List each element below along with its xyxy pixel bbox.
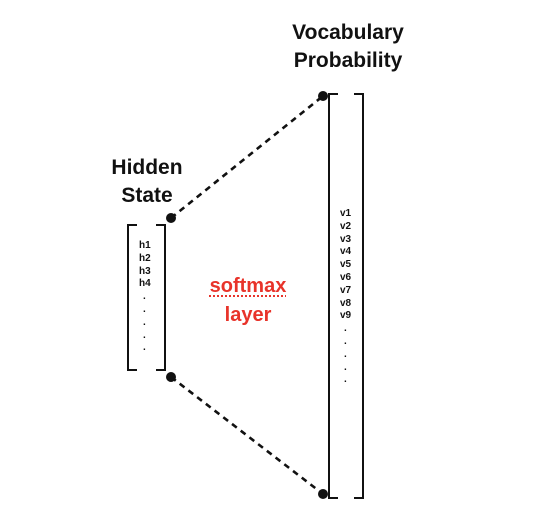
hidden-entry: h3	[139, 265, 151, 277]
hidden-ellipsis-dot: .	[143, 303, 146, 315]
vocabulary-entry: v6	[340, 271, 352, 283]
vocabulary-entry: v1	[340, 208, 352, 219]
softmax-word: softmax	[209, 275, 287, 297]
vocabulary-bottom-endpoint	[318, 489, 328, 499]
bottom-projection-line	[170, 375, 324, 496]
hidden-ellipsis-dot: .	[143, 316, 146, 328]
vocabulary-right-bracket	[354, 93, 364, 499]
vocabulary-entry: v4	[340, 246, 352, 258]
hidden-state-title: Hidden State	[92, 154, 202, 210]
hidden-ellipsis-dot: .	[143, 329, 146, 341]
layer-word: layer	[224, 304, 272, 326]
hidden-bottom-endpoint	[166, 372, 176, 382]
hidden-title-line: Hidden	[111, 156, 183, 179]
vocabulary-ellipsis-dot: .	[344, 335, 347, 347]
hidden-entry: h1	[139, 240, 151, 251]
vocabulary-entry: v2	[340, 220, 352, 232]
softmax-layer-label: softmax layer	[188, 272, 308, 330]
vocabulary-entry: v3	[340, 233, 352, 245]
hidden-top-endpoint	[166, 213, 176, 223]
vocabulary-top-endpoint	[318, 91, 328, 101]
vocabulary-ellipsis-dot: .	[344, 374, 347, 386]
hidden-state-right-bracket	[156, 224, 166, 371]
hidden-ellipsis-dot: .	[143, 342, 146, 354]
vocabulary-title-line: Vocabulary	[292, 21, 404, 44]
vocabulary-ellipsis-dot: .	[344, 348, 347, 360]
vocabulary-entry: v7	[340, 284, 352, 296]
hidden-state-left-bracket	[127, 224, 137, 371]
vocabulary-ellipsis-dot: .	[344, 323, 347, 335]
hidden-state-vector: h1 h2 h3 h4 . . . . .	[139, 240, 151, 355]
probability-title-line: Probability	[293, 49, 403, 72]
vocabulary-vector: v1 v2 v3 v4 v5 v6 v7 v8 v9 . . . . .	[340, 208, 351, 387]
vocabulary-entry: v5	[340, 259, 352, 271]
hidden-entry: h4	[139, 278, 151, 290]
vocabulary-ellipsis-dot: .	[344, 361, 347, 373]
hidden-entry: h2	[139, 252, 151, 264]
vocabulary-entry: v9	[340, 310, 352, 322]
state-title-line: State	[121, 184, 173, 207]
vocabulary-entry: v8	[340, 297, 352, 309]
vocabulary-probability-title: Vocabulary Probability	[268, 19, 428, 75]
hidden-ellipsis-dot: .	[143, 291, 146, 303]
vocabulary-left-bracket	[328, 93, 338, 499]
